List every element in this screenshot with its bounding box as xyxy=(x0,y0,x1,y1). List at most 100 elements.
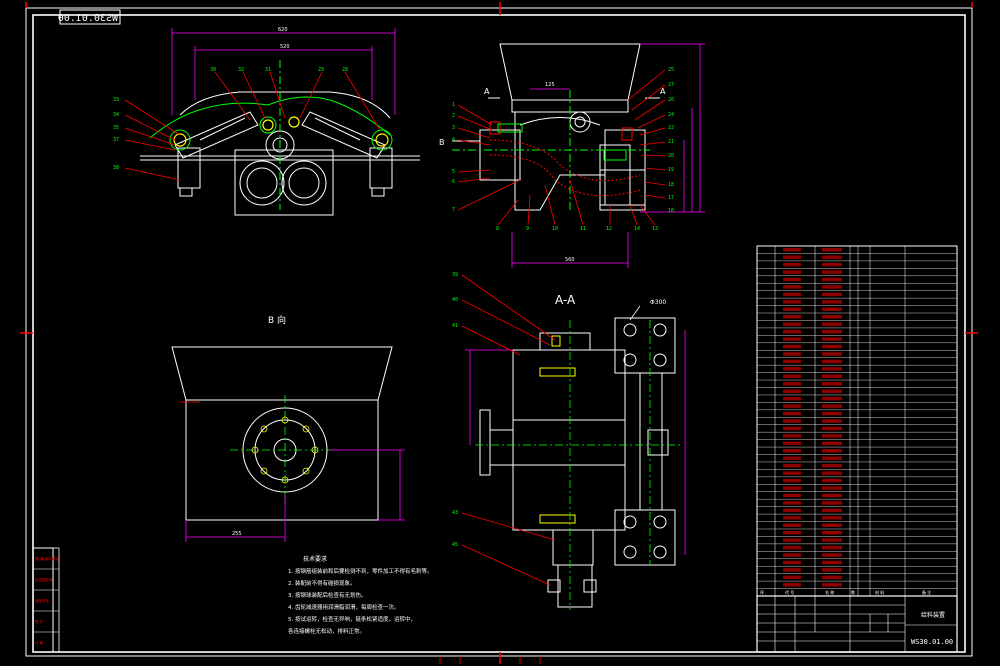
svg-text:32: 32 xyxy=(238,67,244,73)
svg-text:29: 29 xyxy=(318,67,324,73)
parts-list-name-mark xyxy=(822,478,842,483)
parts-list-name-mark xyxy=(822,523,842,527)
svg-text:17: 17 xyxy=(668,195,674,201)
svg-text:27: 27 xyxy=(668,82,674,88)
parts-list-name-mark xyxy=(822,300,842,304)
svg-text:5: 5 xyxy=(452,169,455,175)
parts-list-code-mark xyxy=(783,367,801,371)
svg-text:24: 24 xyxy=(668,112,674,118)
parts-list-code-mark xyxy=(783,568,801,572)
mirrored-code-box: WS30.01.00 xyxy=(58,9,121,25)
parts-list: 序代 号名 称数材 料备 注 xyxy=(756,245,958,597)
parts-list-code-mark xyxy=(783,374,801,379)
title-text: 给料装置 xyxy=(921,611,945,619)
parts-list-name-mark xyxy=(822,545,842,550)
parts-list-code-mark xyxy=(783,248,801,252)
svg-text:43: 43 xyxy=(452,510,458,516)
parts-list-name-mark xyxy=(822,344,842,349)
parts-list-code-mark xyxy=(783,545,801,550)
tech-item: 3. 按钢球装配后检查有无划伤。 xyxy=(288,591,367,599)
parts-list-header: 名 称 xyxy=(825,589,834,595)
svg-text:255: 255 xyxy=(232,531,242,537)
parts-list-code-mark xyxy=(783,478,801,483)
svg-text:16: 16 xyxy=(668,208,674,214)
svg-text:2: 2 xyxy=(452,113,455,119)
section-aa-view: A-A xyxy=(452,272,686,610)
parts-list-name-mark xyxy=(822,553,842,557)
title-code: WS30.01.00 xyxy=(911,638,953,646)
section-marker-left: A xyxy=(484,87,490,96)
svg-text:1: 1 xyxy=(452,102,455,108)
parts-list-code-mark xyxy=(783,382,801,386)
parts-list-code-mark xyxy=(783,553,801,557)
parts-list-name-mark xyxy=(822,248,842,252)
parts-list-code-mark xyxy=(783,292,801,297)
parts-list-header: 代 号 xyxy=(785,589,794,595)
strip-label: 借(通)用件登记 xyxy=(35,556,59,561)
svg-text:33: 33 xyxy=(113,97,119,103)
svg-text:37: 37 xyxy=(113,137,119,143)
svg-text:21: 21 xyxy=(668,139,674,145)
arrow-b-label: B xyxy=(439,138,445,147)
svg-text:7: 7 xyxy=(452,207,455,213)
parts-list-code-mark xyxy=(783,501,801,505)
section-aa-label: A-A xyxy=(555,293,576,307)
parts-list-code-mark xyxy=(783,575,801,580)
parts-list-name-mark xyxy=(822,367,842,371)
parts-list-code-mark xyxy=(783,463,801,468)
parts-list-name-mark xyxy=(822,352,842,356)
strip-label: 签 字 xyxy=(35,619,44,624)
svg-text:34: 34 xyxy=(113,112,119,118)
svg-text:3: 3 xyxy=(452,125,455,131)
svg-text:26: 26 xyxy=(668,97,674,103)
b-view: B 向 255 xyxy=(171,314,405,542)
svg-text:22: 22 xyxy=(668,125,674,131)
parts-list-code-mark xyxy=(783,322,801,326)
parts-list-name-mark xyxy=(822,538,842,542)
view-b-label: B 向 xyxy=(268,314,286,326)
svg-text:6: 6 xyxy=(452,179,455,185)
outer-frame xyxy=(25,7,973,657)
svg-text:25: 25 xyxy=(668,67,674,73)
parts-list-name-mark xyxy=(822,255,842,259)
parts-list-name-mark xyxy=(822,501,842,505)
svg-text:10: 10 xyxy=(552,226,558,232)
parts-list-name-mark xyxy=(822,419,842,423)
parts-list-code-mark xyxy=(783,255,801,259)
parts-list-name-mark xyxy=(822,508,842,513)
parts-list-name-mark xyxy=(822,322,842,326)
parts-list-name-mark xyxy=(822,315,842,319)
parts-list-name-mark xyxy=(822,486,842,490)
parts-list-name-mark xyxy=(822,285,842,289)
parts-list-name-mark xyxy=(822,434,842,438)
parts-list-name-mark xyxy=(822,404,842,408)
title-block: 给料装置 WS30.01.00 xyxy=(756,595,958,653)
tech-item: 1. 按钢筋组装前和后要检测不到，零件加工不得有毛刺等。 xyxy=(288,567,433,575)
parts-list-name-mark xyxy=(822,277,842,282)
parts-list-code-mark xyxy=(783,508,801,513)
parts-list-code-mark xyxy=(783,315,801,319)
svg-text:13: 13 xyxy=(652,226,658,232)
bottom-tick-marks xyxy=(439,656,541,664)
parts-list-code-mark xyxy=(783,441,801,446)
svg-text:35: 35 xyxy=(113,125,119,131)
parts-list-header: 序 xyxy=(760,589,764,595)
parts-list-code-mark xyxy=(783,493,801,498)
parts-list-name-mark xyxy=(822,463,842,468)
parts-list-name-mark xyxy=(822,382,842,386)
svg-text:30: 30 xyxy=(210,67,216,73)
svg-text:40: 40 xyxy=(452,297,458,303)
svg-text:38: 38 xyxy=(113,165,119,171)
parts-list-code-mark xyxy=(783,359,801,364)
tech-requirements: 技术要求 1. 按钢筋组装前和后要检测不到，零件加工不得有毛刺等。 2. 装配前… xyxy=(288,555,433,635)
parts-list-name-mark xyxy=(822,560,842,565)
svg-text:560: 560 xyxy=(565,257,575,263)
parts-list-name-mark xyxy=(822,493,842,498)
tech-item: 4. 齿轮减速器用润滑脂润滑，每周检查一次。 xyxy=(288,603,400,611)
tech-item: 2. 装配前不得有碰损现象。 xyxy=(288,579,356,587)
parts-list-code-mark xyxy=(783,277,801,282)
svg-text:12: 12 xyxy=(606,226,612,232)
parts-list-code-mark xyxy=(783,449,801,453)
